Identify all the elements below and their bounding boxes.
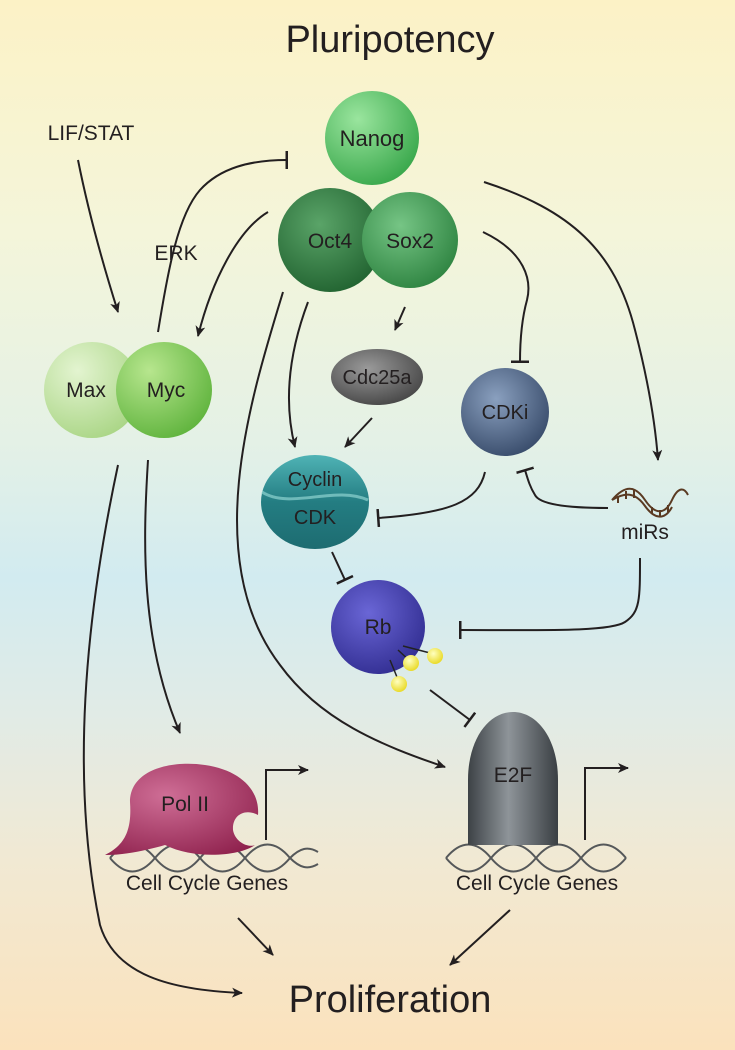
edge-mirs-inhibits-rb xyxy=(458,557,641,640)
cdc25a-label: Cdc25a xyxy=(343,367,413,389)
mirs-group: miRs xyxy=(611,487,689,544)
edge-cdki-inhibits-cdk xyxy=(376,471,486,528)
edge-core-to-e2f xyxy=(236,291,446,769)
edge-genes-right-to-proliferation xyxy=(449,909,511,966)
edge-erk-inhibits-nanog xyxy=(157,150,289,333)
phosphate-icons xyxy=(389,645,443,692)
edge-genes-left-to-proliferation xyxy=(237,917,274,956)
cyclin-label: Cyclin xyxy=(288,469,342,491)
cell-cycle-genes-right-label: Cell Cycle Genes xyxy=(456,872,618,895)
e2f-label: E2F xyxy=(494,764,533,787)
tss-arrow-left-icon xyxy=(265,765,309,840)
e2f-node: E2F xyxy=(468,712,558,845)
rb-node: Rb xyxy=(331,580,443,692)
myc-label: Myc xyxy=(147,379,186,402)
edge-max-to-proliferation xyxy=(82,464,243,998)
cyclin-cdk-complex: Cyclin CDK xyxy=(261,455,369,549)
edge-core-to-cdc25a xyxy=(394,306,406,331)
pol2-label: Pol II xyxy=(161,793,209,816)
erk-label: ERK xyxy=(154,242,197,265)
nanog-label: Nanog xyxy=(340,126,405,151)
diagram-title: Pluripotency xyxy=(285,19,494,61)
edge-cdk-inhibits-rb xyxy=(331,551,354,585)
rb-label: Rb xyxy=(365,616,392,639)
max-label: Max xyxy=(66,379,106,402)
edge-core-inhibits-cdki xyxy=(482,231,530,364)
rna-hairpin-icon xyxy=(611,487,689,518)
cdk-label: CDK xyxy=(294,507,337,529)
edge-lif-stat-to-max xyxy=(77,159,120,313)
sox2-label: Sox2 xyxy=(386,230,434,253)
max-node: Max xyxy=(44,342,140,438)
pol2-node: Pol II xyxy=(105,763,259,855)
tss-arrow-right-icon xyxy=(584,763,629,840)
sox2-node: Sox2 xyxy=(362,192,458,288)
oct4-node: Oct4 xyxy=(278,188,382,292)
edge-core-to-cyclin xyxy=(287,301,309,448)
dna-helix-right-icon xyxy=(445,843,627,873)
edge-cdc25a-to-cyclin xyxy=(344,417,373,448)
edges xyxy=(77,150,663,998)
myc-node: Myc xyxy=(116,342,212,438)
nanog-node: Nanog xyxy=(325,91,419,185)
cdc25a-node: Cdc25a xyxy=(331,349,423,405)
edge-mirs-inhibits-cdki xyxy=(516,466,609,509)
edge-myc-to-pol2 xyxy=(144,459,181,734)
edge-core-to-mirs xyxy=(483,181,663,461)
edge-core-to-myc xyxy=(195,211,269,337)
lif-stat-label: LIF/STAT xyxy=(48,122,135,145)
cell-cycle-genes-left-label: Cell Cycle Genes xyxy=(126,872,288,895)
cdki-label: CDKi xyxy=(482,402,529,424)
proliferation-label: Proliferation xyxy=(289,979,492,1021)
cdki-node: CDKi xyxy=(461,368,549,456)
edge-rb-inhibits-e2f xyxy=(429,689,477,728)
mirs-label: miRs xyxy=(621,521,669,544)
oct4-label: Oct4 xyxy=(308,230,353,253)
